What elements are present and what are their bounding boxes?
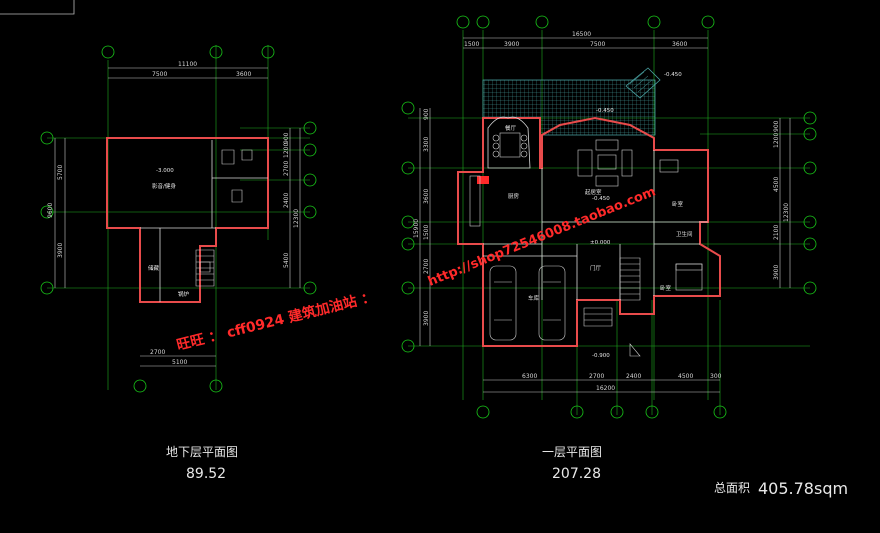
ground-dim-top-d: 3600 [672,41,687,48]
ground-dim-bottom-c: 2400 [626,373,641,380]
ground-furniture [469,132,703,357]
ground-room-dining: 餐厅 [505,124,517,132]
ground-elev-b: ±0.000 [590,240,611,246]
basement-dim-right-e: 5400 [283,253,290,268]
ground-dim-right-e: 3900 [773,265,780,280]
basement-axis-bubbles [40,45,317,393]
ground-dim-bottom-e: 300 [710,373,722,380]
basement-dimension-lines [54,67,301,367]
ground-room-living: 起居室 [585,188,602,196]
basement-dim-left-total: 9600 [47,203,54,218]
basement-dim-left-b: 3900 [57,243,64,258]
watermark: 旺旺 ： cff0924 建筑加油站 ： http://shop72546008… [175,184,658,354]
basement-dim-left-a: 5700 [57,165,64,180]
ground-floor-plan: 16500 1500 3900 7500 3600 900 3300 3600 … [401,15,817,482]
ground-room-bedroom-b: 卧室 [660,284,672,292]
ground-axis-bubbles [401,15,817,419]
ground-dim-bottom-a: 6300 [522,373,537,380]
basement-room-boiler: 锅炉 [178,290,190,298]
ground-elev-a: -0.450 [592,196,610,202]
ground-dim-left-e: 2700 [423,259,430,274]
basement-area: 89.52 [186,466,226,482]
ground-dim-right-c: 4500 [773,177,780,192]
frame-corner [0,0,75,15]
basement-dim-right-a: 900 [283,132,290,144]
ground-elev-e: -0.450 [664,72,682,78]
ground-dim-top-c: 7500 [590,41,605,48]
basement-dim-top-b: 3600 [236,71,251,78]
total-area-value: 405.78sqm [758,479,848,498]
basement-room-store: 储藏 [148,264,160,272]
basement-axis-lines [47,45,310,390]
ground-dim-left-c: 3600 [423,189,430,204]
basement-dim-top-a: 7500 [152,71,167,78]
ground-dim-left-d: 1500 [423,225,430,240]
ground-caption: 一层平面图 [542,445,602,459]
basement-dim-bottom-a: 2700 [150,349,165,356]
ground-room-garage: 车库 [528,294,540,302]
basement-dim-right-c: 2700 [283,161,290,176]
basement-room-main: 影音/健身 [152,182,176,190]
basement-dim-right-d: 2400 [283,193,290,208]
ground-dim-left-a: 900 [423,108,430,120]
total-area-label: 总面积 [714,481,750,495]
ground-dim-left-total: 15900 [413,219,420,238]
ground-dim-right-d: 2100 [773,225,780,240]
basement-plan: 11100 7500 3600 9600 5700 3900 900 1200 … [40,45,317,482]
ground-dim-left-b: 3300 [423,137,430,152]
ground-dim-bottom-total: 16200 [596,385,615,392]
watermark-line1: 旺旺 ： cff0924 建筑加油站 ： [175,288,377,354]
ground-dim-top-b: 3900 [504,41,519,48]
ground-dim-right-a: 900 [773,120,780,132]
basement-caption: 地下层平面图 [166,445,238,459]
ground-dim-top-a: 1500 [464,41,479,48]
ground-dimension-lines [419,37,791,393]
ground-dim-bottom-b: 2700 [589,373,604,380]
basement-dim-top-total: 11100 [178,61,197,68]
terrace [482,67,661,136]
ground-dim-top-total: 16500 [572,31,591,38]
basement-dim-right-total: 12300 [293,209,300,228]
ground-room-kitchen: 厨房 [508,192,520,200]
ground-dim-right-b: 1200 [773,133,780,148]
ground-elev-c: -0.900 [592,353,610,359]
ground-area: 207.28 [552,466,601,482]
ground-room-bedroom-a: 卧室 [672,200,684,208]
basement-walls [106,137,269,303]
basement-room-main-elev: -3.000 [156,168,174,174]
basement-dim-bottom-b: 5100 [172,359,187,366]
ground-dim-bottom-d: 4500 [678,373,693,380]
ground-dim-right-total: 12300 [783,203,790,222]
ground-elev-d: -0.450 [596,108,614,114]
ground-room-bath: 卫生间 [676,230,693,238]
ground-dim-left-f: 3900 [423,311,430,326]
basement-dim-right-b: 1200 [283,143,290,158]
ground-walls [457,116,721,347]
ground-room-foyer: 门厅 [590,264,602,272]
